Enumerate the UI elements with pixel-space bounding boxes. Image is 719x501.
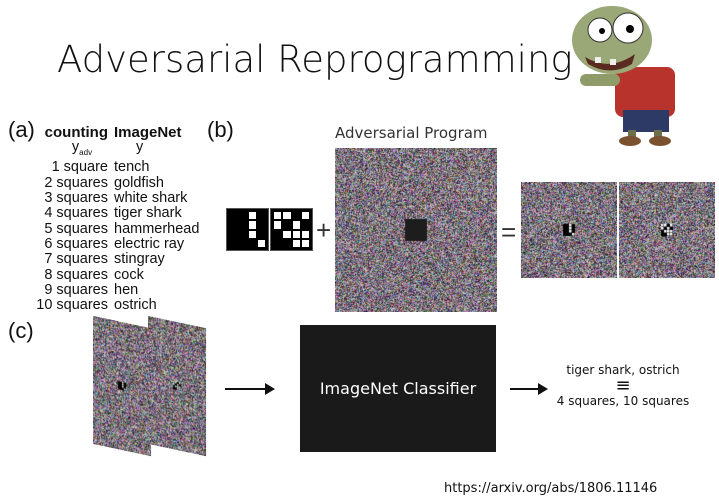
table-row: 10 squaresostrich — [36, 298, 199, 313]
black-cell — [302, 221, 309, 228]
zombie-illustration — [560, 2, 710, 147]
black-cell — [258, 221, 265, 228]
counting-header: counting — [36, 125, 114, 140]
table-row: 5 squareshammerhead — [36, 222, 199, 237]
table-row: 3 squareswhite shark — [36, 191, 199, 206]
black-cell — [239, 240, 246, 247]
class-cell: cock — [114, 268, 144, 283]
table-row: 1 squaretench — [36, 160, 199, 175]
black-cell — [293, 212, 300, 219]
table-row: 8 squarescock — [36, 268, 199, 283]
black-cell — [230, 212, 237, 219]
table-row: 7 squaresstingray — [36, 252, 199, 267]
panel-a-label: (a) — [8, 117, 35, 143]
white-square — [283, 231, 290, 238]
panel-b-label: (b) — [207, 117, 234, 143]
black-cell — [249, 240, 256, 247]
label-mapping-table: countingImageNet yadvy 1 squaretench2 sq… — [36, 125, 199, 313]
grid-10-squares — [270, 208, 313, 251]
reprogrammed-image-10 — [619, 182, 715, 278]
class-cell: tiger shark — [114, 206, 182, 221]
table-row: 2 squaresgoldfish — [36, 176, 199, 191]
count-cell: 9 squares — [36, 283, 114, 298]
equivalence-sign: ≡ — [548, 378, 698, 394]
classifier-output: tiger shark, ostrich ≡ 4 squares, 10 squ… — [548, 363, 698, 409]
white-square — [293, 231, 300, 238]
black-cell — [239, 212, 246, 219]
adversarial-program-image — [335, 148, 497, 312]
class-cell: white shark — [114, 191, 187, 206]
black-cell — [258, 212, 265, 219]
white-square — [274, 212, 281, 219]
stacked-image-front — [93, 316, 151, 456]
white-square — [302, 240, 309, 247]
class-cell: hammerhead — [114, 222, 199, 237]
white-square — [274, 221, 281, 228]
table-row: 9 squareshen — [36, 283, 199, 298]
count-cell: 4 squares — [36, 206, 114, 221]
black-cell — [283, 240, 290, 247]
y-adv-subscript: adv — [79, 148, 92, 157]
program-title: Adversarial Program — [335, 124, 488, 142]
class-cell: goldfish — [114, 176, 164, 191]
count-cell: 6 squares — [36, 237, 114, 252]
black-cell — [283, 221, 290, 228]
class-cell: ostrich — [114, 298, 157, 313]
class-cell: stingray — [114, 252, 165, 267]
grid-4-squares — [226, 208, 269, 251]
count-cell: 3 squares — [36, 191, 114, 206]
count-cell: 5 squares — [36, 222, 114, 237]
white-square — [249, 231, 256, 238]
count-cell: 8 squares — [36, 268, 114, 283]
imagenet-classifier-box: ImageNet Classifier — [300, 325, 496, 452]
class-cell: tench — [114, 160, 149, 175]
class-cell: electric ray — [114, 237, 184, 252]
black-cell — [274, 240, 281, 247]
equals-sign: = — [501, 217, 516, 248]
slide-title: Adversarial Reprogramming — [57, 38, 573, 81]
black-cell — [239, 221, 246, 228]
white-square — [302, 231, 309, 238]
count-cell: 1 square — [36, 160, 114, 175]
white-square — [302, 212, 309, 219]
plus-sign: + — [316, 215, 331, 246]
white-square — [293, 221, 300, 228]
black-cell — [230, 221, 237, 228]
count-cell: 2 squares — [36, 176, 114, 191]
black-cell — [258, 231, 265, 238]
white-square — [258, 240, 265, 247]
reprogrammed-image-4 — [521, 182, 617, 278]
black-cell — [230, 231, 237, 238]
source-url[interactable]: https://arxiv.org/abs/1806.11146 — [444, 481, 657, 496]
white-square — [293, 240, 300, 247]
y-label: y — [114, 140, 143, 160]
stacked-image-back — [148, 316, 206, 456]
black-cell — [274, 231, 281, 238]
white-square — [283, 212, 290, 219]
white-square — [249, 221, 256, 228]
count-cell: 7 squares — [36, 252, 114, 267]
white-square — [249, 212, 256, 219]
output-counting-labels: 4 squares, 10 squares — [548, 394, 698, 409]
black-cell — [239, 231, 246, 238]
imagenet-header: ImageNet — [114, 125, 182, 140]
arrow-to-output — [510, 388, 546, 390]
table-row: 6 squareselectric ray — [36, 237, 199, 252]
panel-c-label: (c) — [8, 318, 34, 344]
table-row: 4 squarestiger shark — [36, 206, 199, 221]
count-cell: 10 squares — [36, 298, 114, 313]
black-cell — [230, 240, 237, 247]
class-cell: hen — [114, 283, 138, 298]
arrow-to-classifier — [225, 388, 273, 390]
